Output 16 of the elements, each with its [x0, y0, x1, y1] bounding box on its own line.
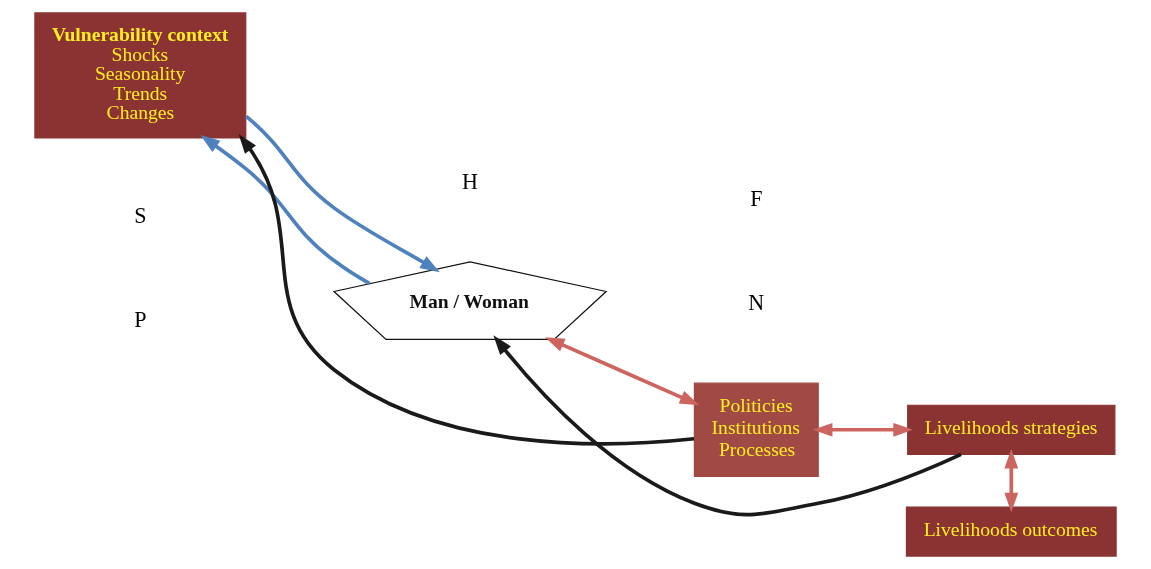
label: S	[134, 203, 147, 229]
arrow	[544, 337, 700, 406]
arrow	[238, 134, 695, 446]
label: F	[750, 185, 763, 211]
arrow	[493, 335, 962, 517]
arrow	[812, 422, 913, 437]
label: H	[462, 168, 479, 194]
node-box: Politicies Institutions Processes	[693, 382, 819, 477]
arrow	[200, 135, 371, 286]
label: P	[134, 307, 147, 333]
label: N	[748, 290, 765, 316]
node-box: Vulnerability context Shocks Seasonality Trends Changes	[34, 12, 247, 139]
node-box: Livelihoods outcomes	[905, 506, 1117, 557]
arrow	[1004, 448, 1019, 513]
node-box: Livelihoods strategies	[907, 404, 1116, 455]
arrow	[245, 114, 440, 273]
